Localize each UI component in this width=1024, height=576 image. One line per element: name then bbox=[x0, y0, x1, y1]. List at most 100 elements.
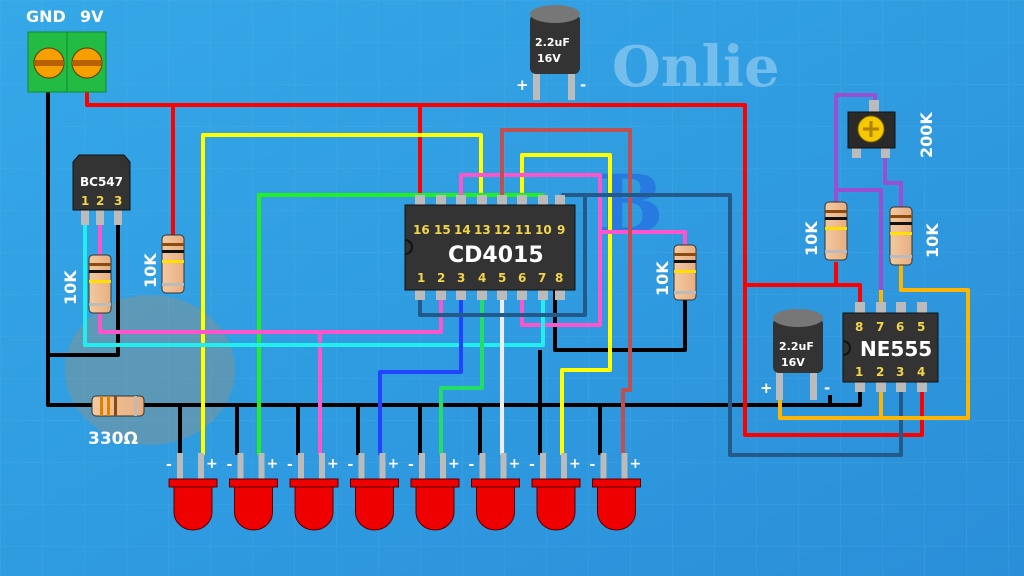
wire-gnd-res bbox=[553, 290, 687, 352]
resistor-base bbox=[88, 254, 112, 314]
pin-label: 10 bbox=[535, 223, 552, 237]
pin-label: 14 bbox=[454, 223, 471, 237]
pin-label: 9 bbox=[557, 223, 565, 237]
led-minus-label: - bbox=[227, 457, 233, 473]
wires bbox=[46, 92, 970, 457]
led-6: -+ bbox=[469, 453, 521, 531]
capacitor-555: 2.2uF 16V + - bbox=[760, 309, 830, 400]
led-minus-label: - bbox=[590, 457, 596, 473]
led-plus-label: + bbox=[569, 456, 581, 472]
transistor-label: BC547 bbox=[80, 175, 123, 189]
pin-label: 16 bbox=[413, 223, 430, 237]
pin-label: 15 bbox=[434, 223, 451, 237]
pin-label: 1 bbox=[417, 271, 425, 285]
pin-label: 2 bbox=[96, 194, 104, 208]
pin-label: 4 bbox=[917, 365, 925, 379]
wire-pink bbox=[459, 173, 687, 248]
pin-label: 4 bbox=[478, 271, 486, 285]
led-body-icon bbox=[355, 486, 394, 531]
led-body-icon bbox=[536, 486, 576, 531]
watermark-text: Onlie bbox=[612, 34, 780, 100]
vcc-label: 9V bbox=[80, 7, 104, 26]
pin-label: 7 bbox=[876, 320, 884, 334]
ic-label: CD4015 bbox=[448, 243, 544, 268]
led-1: -+ bbox=[166, 453, 218, 531]
led-body-icon bbox=[173, 486, 213, 531]
led-plus-label: + bbox=[388, 456, 400, 472]
pin-label: 8 bbox=[555, 271, 563, 285]
cap-top-plus: + bbox=[516, 76, 529, 94]
pin-label: 3 bbox=[114, 194, 122, 208]
cap-top-voltage: 16V bbox=[537, 52, 561, 65]
ic-cd4015: CD4015 16 15 14 13 12 11 10 9 1 2 3 4 5 … bbox=[404, 195, 576, 300]
ic-label: NE555 bbox=[860, 337, 932, 361]
led-plus-label: + bbox=[206, 456, 218, 472]
cap-555-plus: + bbox=[760, 379, 773, 397]
wire-vcc bbox=[85, 92, 924, 437]
pin-label: 3 bbox=[896, 365, 904, 379]
capacitor-top: 2.2uF 16V + - bbox=[516, 5, 586, 100]
resistor-mid-label: 10K bbox=[653, 261, 672, 296]
pin-label: 5 bbox=[917, 320, 925, 334]
led-8: -+ bbox=[590, 453, 641, 531]
led-row: -+-+-+-+-+-+-+-+ bbox=[166, 453, 641, 531]
pin-label: 1 bbox=[81, 194, 89, 208]
wire-led1 bbox=[201, 133, 483, 455]
wire-gnd-transistor bbox=[48, 222, 120, 357]
led-body-icon bbox=[234, 486, 273, 531]
notch-icon bbox=[842, 340, 851, 356]
resistor-vcc-label: 10K bbox=[141, 253, 160, 288]
led-minus-label: - bbox=[408, 457, 414, 473]
led-plus-label: + bbox=[448, 456, 460, 472]
wire-led5 bbox=[439, 290, 484, 455]
led-body-icon bbox=[294, 486, 334, 531]
notch-icon bbox=[404, 239, 413, 255]
led-minus-label: - bbox=[287, 457, 293, 473]
led-plus-label: + bbox=[327, 456, 339, 472]
transistor-bc547: BC547 1 2 3 bbox=[72, 154, 131, 225]
pin-label: 1 bbox=[855, 365, 863, 379]
led-2: -+ bbox=[227, 453, 278, 531]
pin-label: 6 bbox=[896, 320, 904, 334]
led-body-icon bbox=[415, 486, 455, 531]
pot-label: 200K bbox=[917, 112, 936, 158]
led-body-icon bbox=[476, 486, 515, 531]
ic-ne555: NE555 8 7 6 5 1 2 3 4 bbox=[842, 302, 939, 392]
wire-led7 bbox=[520, 153, 612, 455]
led-5: -+ bbox=[408, 453, 460, 531]
resistor-555b bbox=[889, 206, 913, 266]
led-minus-label: - bbox=[166, 457, 172, 473]
led-minus-label: - bbox=[469, 457, 475, 473]
pin-label: 3 bbox=[457, 271, 465, 285]
wire-led4 bbox=[378, 290, 463, 455]
pin-label: 2 bbox=[437, 271, 445, 285]
resistor-555a bbox=[824, 201, 848, 261]
led-minus-label: - bbox=[348, 457, 354, 473]
led-body-icon bbox=[597, 486, 636, 531]
pin-label: 8 bbox=[855, 320, 863, 334]
pin-label: 7 bbox=[538, 271, 546, 285]
pin-label: 12 bbox=[494, 223, 511, 237]
resistor-vcc bbox=[161, 234, 185, 294]
resistor-555a-label: 10K bbox=[802, 221, 821, 256]
cap-555-voltage: 16V bbox=[781, 356, 805, 369]
pin-label: 13 bbox=[474, 223, 491, 237]
pin-label: 11 bbox=[515, 223, 532, 237]
cap-555-value: 2.2uF bbox=[779, 340, 814, 353]
wire-gnd bbox=[46, 92, 862, 407]
potentiometer bbox=[847, 100, 896, 158]
led-plus-label: + bbox=[509, 456, 521, 472]
cap-top-minus: - bbox=[580, 76, 586, 94]
cap-555-minus: - bbox=[824, 379, 830, 397]
led-3: -+ bbox=[287, 453, 339, 531]
resistor-led bbox=[91, 395, 145, 417]
led-minus-label: - bbox=[529, 457, 535, 473]
power-terminal: GND 9V bbox=[26, 7, 107, 93]
pin-label: 6 bbox=[518, 271, 526, 285]
led-7: -+ bbox=[529, 453, 581, 531]
resistor-555b-label: 10K bbox=[923, 223, 942, 258]
pin-label: 5 bbox=[498, 271, 506, 285]
led-4: -+ bbox=[348, 453, 400, 531]
wire-led8 bbox=[500, 128, 632, 455]
